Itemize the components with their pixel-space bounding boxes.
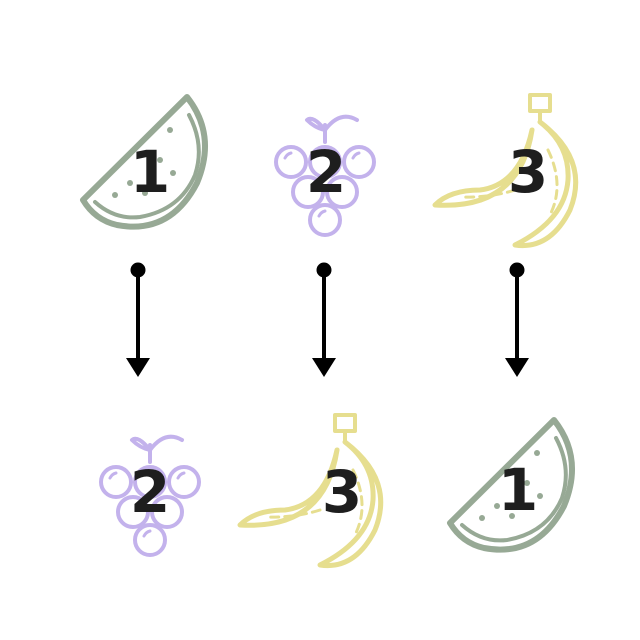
top-label-2: 2	[306, 138, 346, 206]
bottom-label-2: 3	[322, 458, 362, 526]
banana-icon	[435, 95, 576, 246]
arrows	[126, 262, 529, 377]
top-label-1: 1	[130, 138, 170, 206]
arrow-down-3	[505, 262, 529, 377]
arrow-down-2	[312, 262, 336, 377]
bottom-row: 2 3 1	[99, 415, 572, 566]
bottom-label-3: 1	[498, 456, 538, 524]
top-row: 1 2 3	[83, 95, 576, 246]
top-label-3: 3	[508, 138, 548, 206]
bottom-label-1: 2	[130, 458, 170, 526]
arrow-down-1	[126, 262, 150, 377]
